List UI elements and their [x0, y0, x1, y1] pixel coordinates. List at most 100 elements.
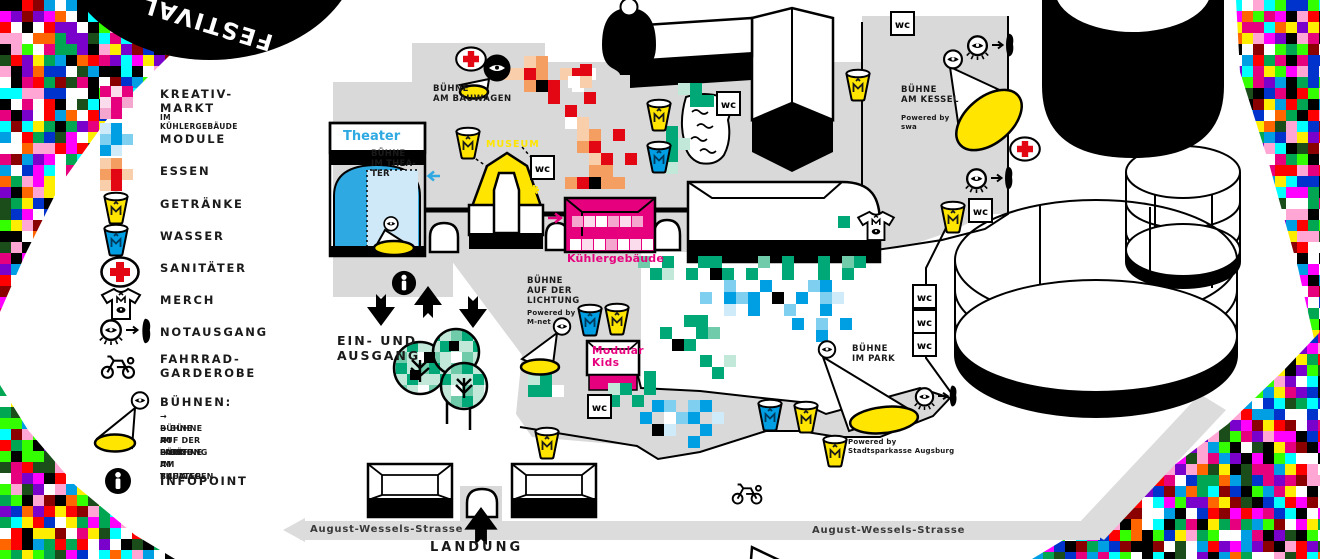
pixel-cell: [1263, 541, 1274, 552]
pixel-cell: [88, 132, 99, 143]
pixel-cell: [44, 176, 55, 187]
pixel-cell: [132, 539, 143, 550]
pixel-cell: [143, 539, 154, 550]
pixel-cell: [33, 99, 44, 110]
pixel-cell: [55, 55, 66, 66]
pixel-cell: [1285, 453, 1296, 464]
pixel-cell: [1264, 77, 1275, 88]
pixel-cell: [1318, 343, 1320, 354]
pixel-cell: [1297, 242, 1308, 253]
pixel-cell: [1307, 552, 1318, 559]
pixel-cell: [1296, 420, 1307, 431]
drinks-cup-icon: [940, 200, 966, 234]
pixel-cell: [1197, 519, 1208, 530]
pixel-cell: [1142, 552, 1153, 559]
pixel-cell: [0, 517, 11, 528]
pixel-cell: [66, 0, 77, 11]
pixel-cell: [1197, 541, 1208, 552]
pixel-cell: [44, 110, 55, 121]
pixel-cell: [55, 143, 66, 154]
infopoint-icon: [104, 467, 132, 495]
pixel-cell: [1307, 420, 1318, 431]
pixel-cell: [1219, 453, 1230, 464]
pixel-cell: [1264, 132, 1275, 143]
pixel-cell: [1043, 552, 1054, 559]
pixel-cell: [1131, 508, 1142, 519]
pixel-cell: [22, 154, 33, 165]
pixel-cell: [1153, 552, 1164, 559]
pixel-cell: [1307, 486, 1318, 497]
pixel-cell: [1120, 519, 1131, 530]
pixel-cell: [1308, 99, 1319, 110]
pixel-cell: [1186, 475, 1197, 486]
pixel-cell: [1308, 165, 1319, 176]
pixel-cell: [0, 66, 11, 77]
pixel-cell: [143, 55, 154, 66]
pixel-cell: [11, 176, 22, 187]
pixel-cell: [44, 528, 55, 539]
pixel-cell: [66, 121, 77, 132]
pixel-cell: [0, 440, 11, 451]
pixel-cell: [44, 55, 55, 66]
pixel-cell: [77, 22, 88, 33]
cluster-cell: [111, 169, 122, 180]
first-aid-icon: [100, 256, 140, 288]
pixel-cell: [121, 539, 132, 550]
kreativ-markt-swatch: [100, 86, 136, 122]
pixel-cell: [1297, 44, 1308, 55]
pixel-cell: [1275, 132, 1286, 143]
pixel-cell: [1197, 486, 1208, 497]
pixel-cell: [1275, 176, 1286, 187]
pixel-cell: [154, 55, 165, 66]
pixel-cell: [1242, 11, 1253, 22]
wc-label: wc: [592, 403, 607, 414]
pixel-cell: [0, 55, 11, 66]
water-cup-icon: [103, 223, 129, 257]
pixel-cell: [1241, 497, 1252, 508]
pixel-cell: [110, 66, 121, 77]
pixel-cell: [1307, 442, 1318, 453]
bike-parking-icon: [731, 483, 763, 505]
pixel-cell: [1153, 497, 1164, 508]
pixel-cell: [55, 77, 66, 88]
pixel-cell: [1208, 464, 1219, 475]
pixel-cell: [0, 44, 11, 55]
buehne-park-label: BÜHNE IM PARK: [852, 344, 896, 365]
pixel-cell: [1263, 431, 1274, 442]
pixel-cell: [1263, 464, 1274, 475]
pixel-cell: [55, 11, 66, 22]
wc-label: wc: [917, 318, 932, 329]
pixel-cell: [1098, 541, 1109, 552]
infopoint-icon: [391, 270, 417, 296]
pixel-cell: [1252, 420, 1263, 431]
pixel-cell: [22, 22, 33, 33]
pixel-cell: [0, 495, 11, 506]
pixel-cell: [1274, 453, 1285, 464]
pixel-cell: [1253, 11, 1264, 22]
pixel-cell: [1307, 497, 1318, 508]
pixel-cell: [11, 0, 22, 11]
pixel-cell: [1164, 519, 1175, 530]
pixel-cell: [1175, 552, 1186, 559]
pixel-cell: [1308, 297, 1319, 308]
pixel-cell: [88, 55, 99, 66]
pixel-cell: [1275, 143, 1286, 154]
pixel-cell: [1308, 154, 1319, 165]
cluster-cell: [100, 158, 111, 169]
pixel-cell: [11, 198, 22, 209]
pixel-cell: [66, 132, 77, 143]
gas-tank: [1042, 0, 1224, 158]
pixel-cell: [1131, 530, 1142, 541]
cluster-cell: [122, 97, 133, 108]
stage-theater-spotlight: [372, 216, 416, 257]
pixel-cell: [66, 77, 77, 88]
pixel-cell: [1252, 541, 1263, 552]
bike-parking-icon: [1111, 390, 1143, 412]
pixel-cell: [1098, 552, 1109, 559]
kuehlergebaeude-direction-arrow: [548, 212, 564, 224]
pixel-cell: [1252, 497, 1263, 508]
legend-wasser-label: WASSER: [160, 229, 225, 243]
cluster-cell: [100, 134, 111, 145]
pixel-cell: [1308, 187, 1319, 198]
